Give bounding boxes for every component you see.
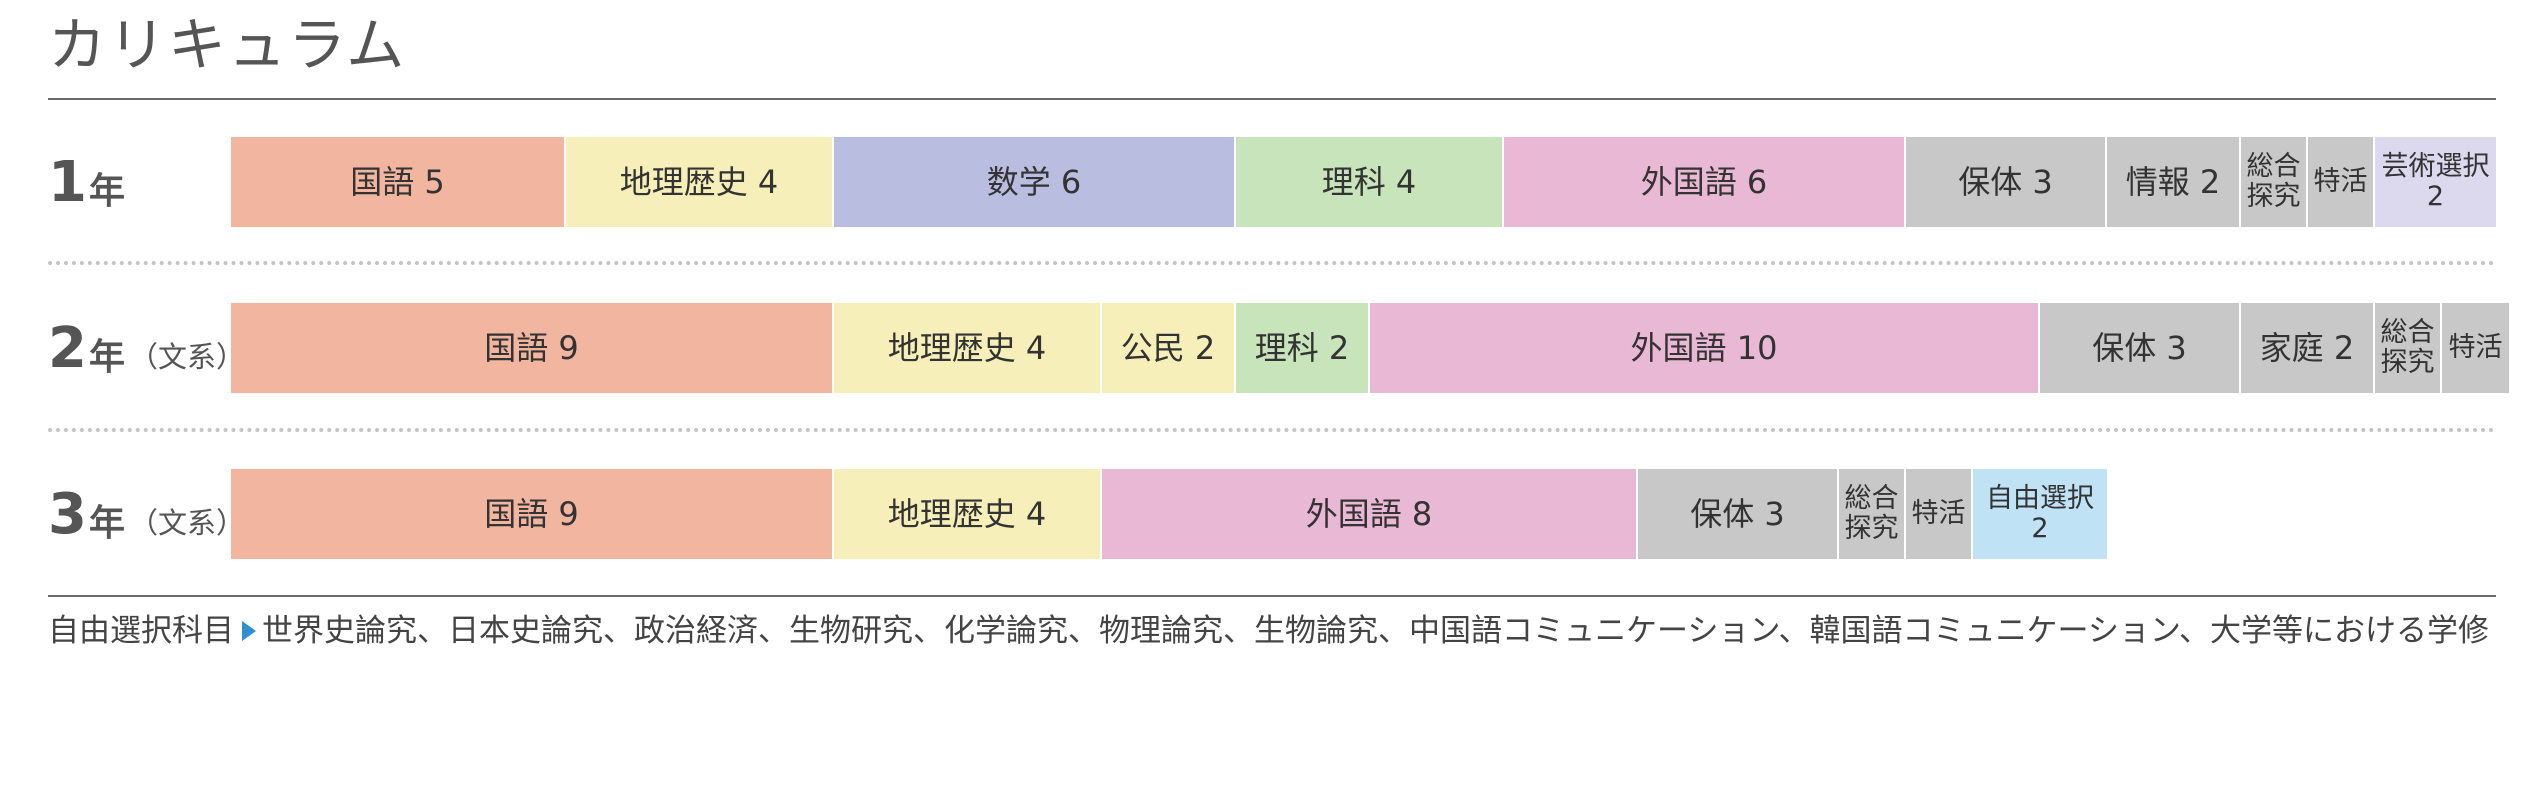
grade-number: 3	[48, 481, 87, 547]
subject-gaikokugo: 外国語 6	[1504, 137, 1906, 227]
grade-course-note: （文系）	[128, 506, 245, 540]
triangle-arrow-icon	[242, 621, 256, 641]
subject-tokkatsu: 特活	[2308, 137, 2375, 227]
grade-year-suffix: 年	[88, 171, 125, 212]
subject-chiri-rekishi: 地理歴史 4	[566, 137, 834, 227]
elective-subjects-label: 自由選択科目	[48, 613, 234, 649]
subject-kokugo: 国語 9	[231, 303, 834, 393]
grade-1-label: 1 年	[48, 137, 125, 227]
grade-1-timetable-bar: 国語 5 地理歴史 4 数学 6 理科 4 外国語 6 保体 3 情報 2 総合…	[231, 137, 2496, 227]
subject-geijutsu-sentaku: 芸術選択 2	[2375, 137, 2496, 227]
subject-rika: 理科 2	[1236, 303, 1370, 393]
subject-tokkatsu: 特活	[1906, 469, 1973, 559]
grade-number: 1	[48, 149, 87, 215]
row-separator	[48, 428, 2496, 432]
subject-jouhou: 情報 2	[2107, 137, 2241, 227]
subject-chiri-rekishi: 地理歴史 4	[834, 303, 1102, 393]
subject-hotai: 保体 3	[2040, 303, 2241, 393]
subject-sougou-tankyuu: 総合 探究	[2241, 137, 2308, 227]
title-divider	[48, 98, 2496, 100]
subject-hotai: 保体 3	[1906, 137, 2107, 227]
subject-rika: 理科 4	[1236, 137, 1504, 227]
subject-sougou-tankyuu: 総合 探究	[2375, 303, 2442, 393]
grade-2-label: 2 年 （文系）	[48, 303, 245, 393]
subject-chiri-rekishi: 地理歴史 4	[834, 469, 1102, 559]
subject-koumin: 公民 2	[1102, 303, 1236, 393]
grade-year-suffix: 年	[88, 337, 125, 378]
grade-2-timetable-bar: 国語 9 地理歴史 4 公民 2 理科 2 外国語 10 保体 3 家庭 2 総…	[231, 303, 2509, 393]
grade-year-suffix: 年	[88, 503, 125, 544]
row-separator	[48, 261, 2496, 265]
footer-divider	[48, 595, 2496, 597]
subject-kokugo: 国語 9	[231, 469, 834, 559]
subject-gaikokugo: 外国語 10	[1370, 303, 2040, 393]
subject-hotai: 保体 3	[1638, 469, 1839, 559]
subject-sougou-tankyuu: 総合 探究	[1839, 469, 1906, 559]
grade-course-note: （文系）	[128, 340, 245, 374]
subject-gaikokugo: 外国語 8	[1102, 469, 1638, 559]
subject-jiyuu-sentaku: 自由選択 2	[1973, 469, 2107, 559]
grade-number: 2	[48, 315, 87, 381]
elective-subjects-note: 自由選択科目 世界史論究、日本史論究、政治経済、生物研究、化学論究、物理論究、生…	[48, 603, 2489, 659]
subject-kokugo: 国語 5	[231, 137, 566, 227]
subject-tokkatsu: 特活	[2442, 303, 2509, 393]
page-title: カリキュラム	[48, 11, 407, 79]
grade-3-timetable-bar: 国語 9 地理歴史 4 外国語 8 保体 3 総合 探究 特活 自由選択 2	[231, 469, 2107, 559]
grade-3-label: 3 年 （文系）	[48, 469, 245, 559]
subject-suugaku: 数学 6	[834, 137, 1236, 227]
elective-subjects-list: 世界史論究、日本史論究、政治経済、生物研究、化学論究、物理論究、生物論究、中国語…	[262, 613, 2490, 649]
subject-katei: 家庭 2	[2241, 303, 2375, 393]
